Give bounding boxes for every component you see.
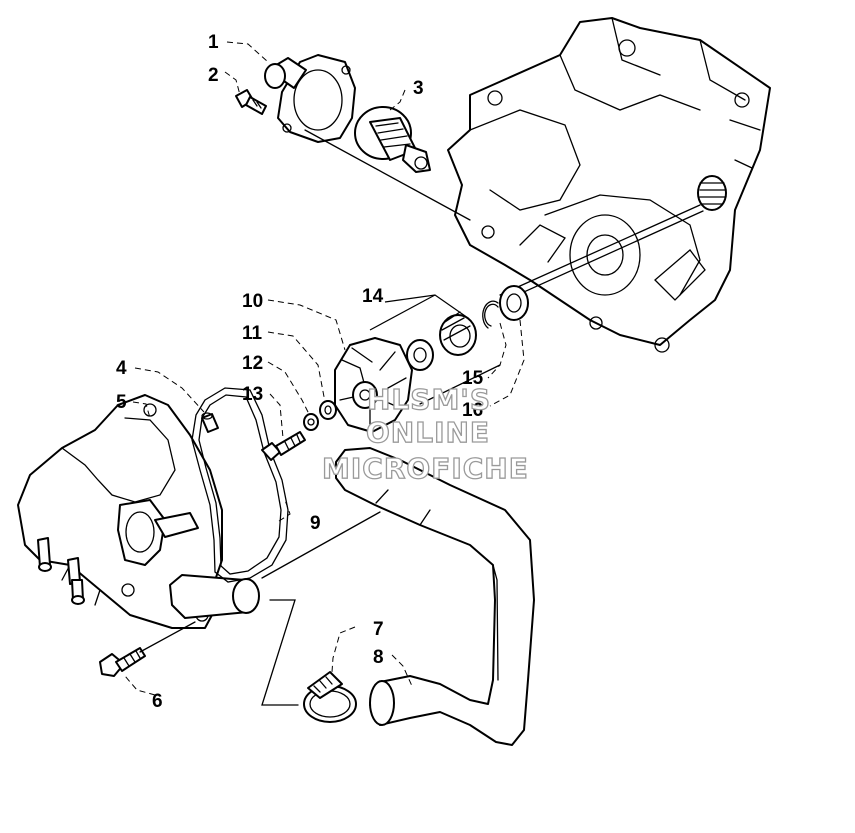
callout-4: 4	[116, 358, 127, 379]
crankcase	[447, 17, 771, 353]
callout-6: 6	[152, 691, 163, 712]
callout-16: 16	[462, 400, 483, 421]
pump-cover-gasket	[191, 387, 289, 583]
impeller-washer	[319, 400, 337, 420]
callout-10: 10	[242, 291, 263, 312]
thermostat-housing	[264, 54, 356, 143]
callout-2: 2	[208, 65, 219, 86]
thermostat	[354, 106, 431, 173]
watermark-line-2: ONLINE	[366, 416, 490, 449]
callout-11: 11	[242, 323, 263, 344]
coolant-hose	[335, 447, 535, 746]
callout-12: 12	[242, 353, 263, 374]
pump-housing-bolt	[99, 647, 146, 677]
watermark-line-1: HLSM'S	[367, 383, 491, 416]
impeller	[334, 337, 413, 433]
housing-bolt	[235, 89, 267, 115]
oil-seal	[499, 285, 529, 321]
snap-ring	[482, 300, 499, 329]
callout-5: 5	[116, 392, 127, 413]
callout-15: 15	[462, 368, 484, 389]
hose-clamp	[303, 671, 357, 723]
callout-13: 13	[242, 384, 263, 405]
callout-9: 9	[310, 513, 321, 534]
callout-3: 3	[413, 78, 424, 99]
callout-14: 14	[362, 286, 384, 307]
dowel-pin	[201, 412, 219, 433]
water-pump-housing	[17, 394, 260, 629]
mechanical-seal	[406, 311, 477, 371]
lock-washer	[303, 413, 319, 431]
callout-1: 1	[208, 32, 219, 53]
callout-8: 8	[373, 647, 384, 668]
watermark-line-3: MICROFICHE	[322, 452, 529, 485]
impeller-bolt	[261, 431, 306, 461]
callout-7: 7	[373, 619, 384, 640]
pump-shaft	[499, 204, 704, 302]
